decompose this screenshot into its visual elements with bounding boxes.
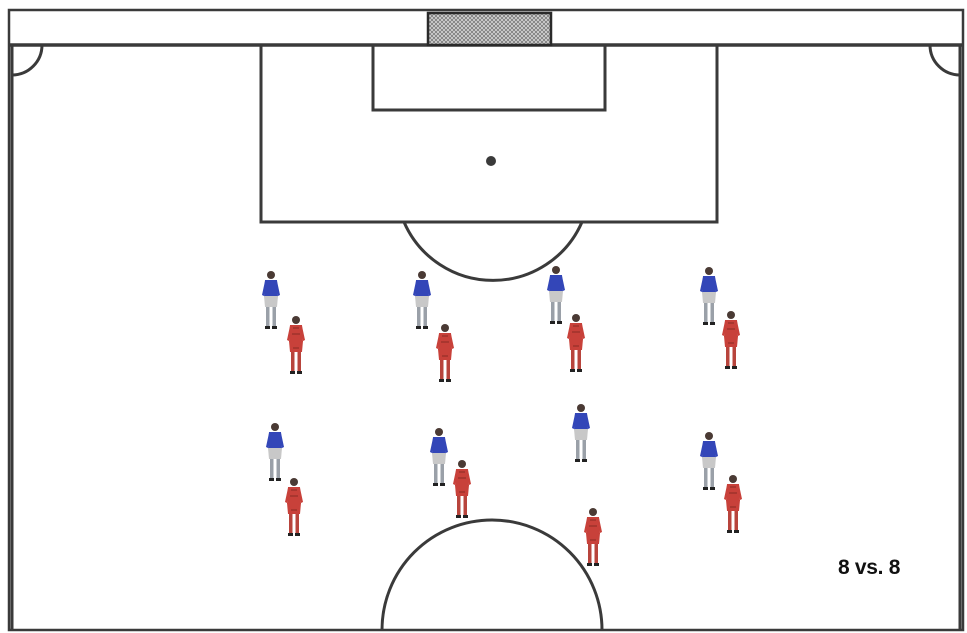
blue-player [547,266,565,324]
field-lines [9,10,963,630]
blue-player [262,271,280,329]
blue-player [430,428,448,486]
red-player [453,460,471,518]
blue-player [700,267,718,325]
blue-player [700,432,718,490]
formation-caption: 8 vs. 8 [838,556,900,580]
blue-player [266,423,284,481]
penalty-spot [486,156,496,166]
penalty-area [261,45,717,222]
red-player [285,478,303,536]
blue-player [413,271,431,329]
blue-player [572,404,590,462]
goal-area [373,45,605,110]
corner-arc-right [930,45,960,75]
red-player [287,316,305,374]
red-player [724,475,742,533]
red-player [567,314,585,372]
center-circle [382,520,602,630]
goal-net [428,13,551,45]
outer-frame [9,10,963,630]
red-player [584,508,602,566]
red-player [722,311,740,369]
corner-arc-left [12,45,42,75]
red-player [436,324,454,382]
